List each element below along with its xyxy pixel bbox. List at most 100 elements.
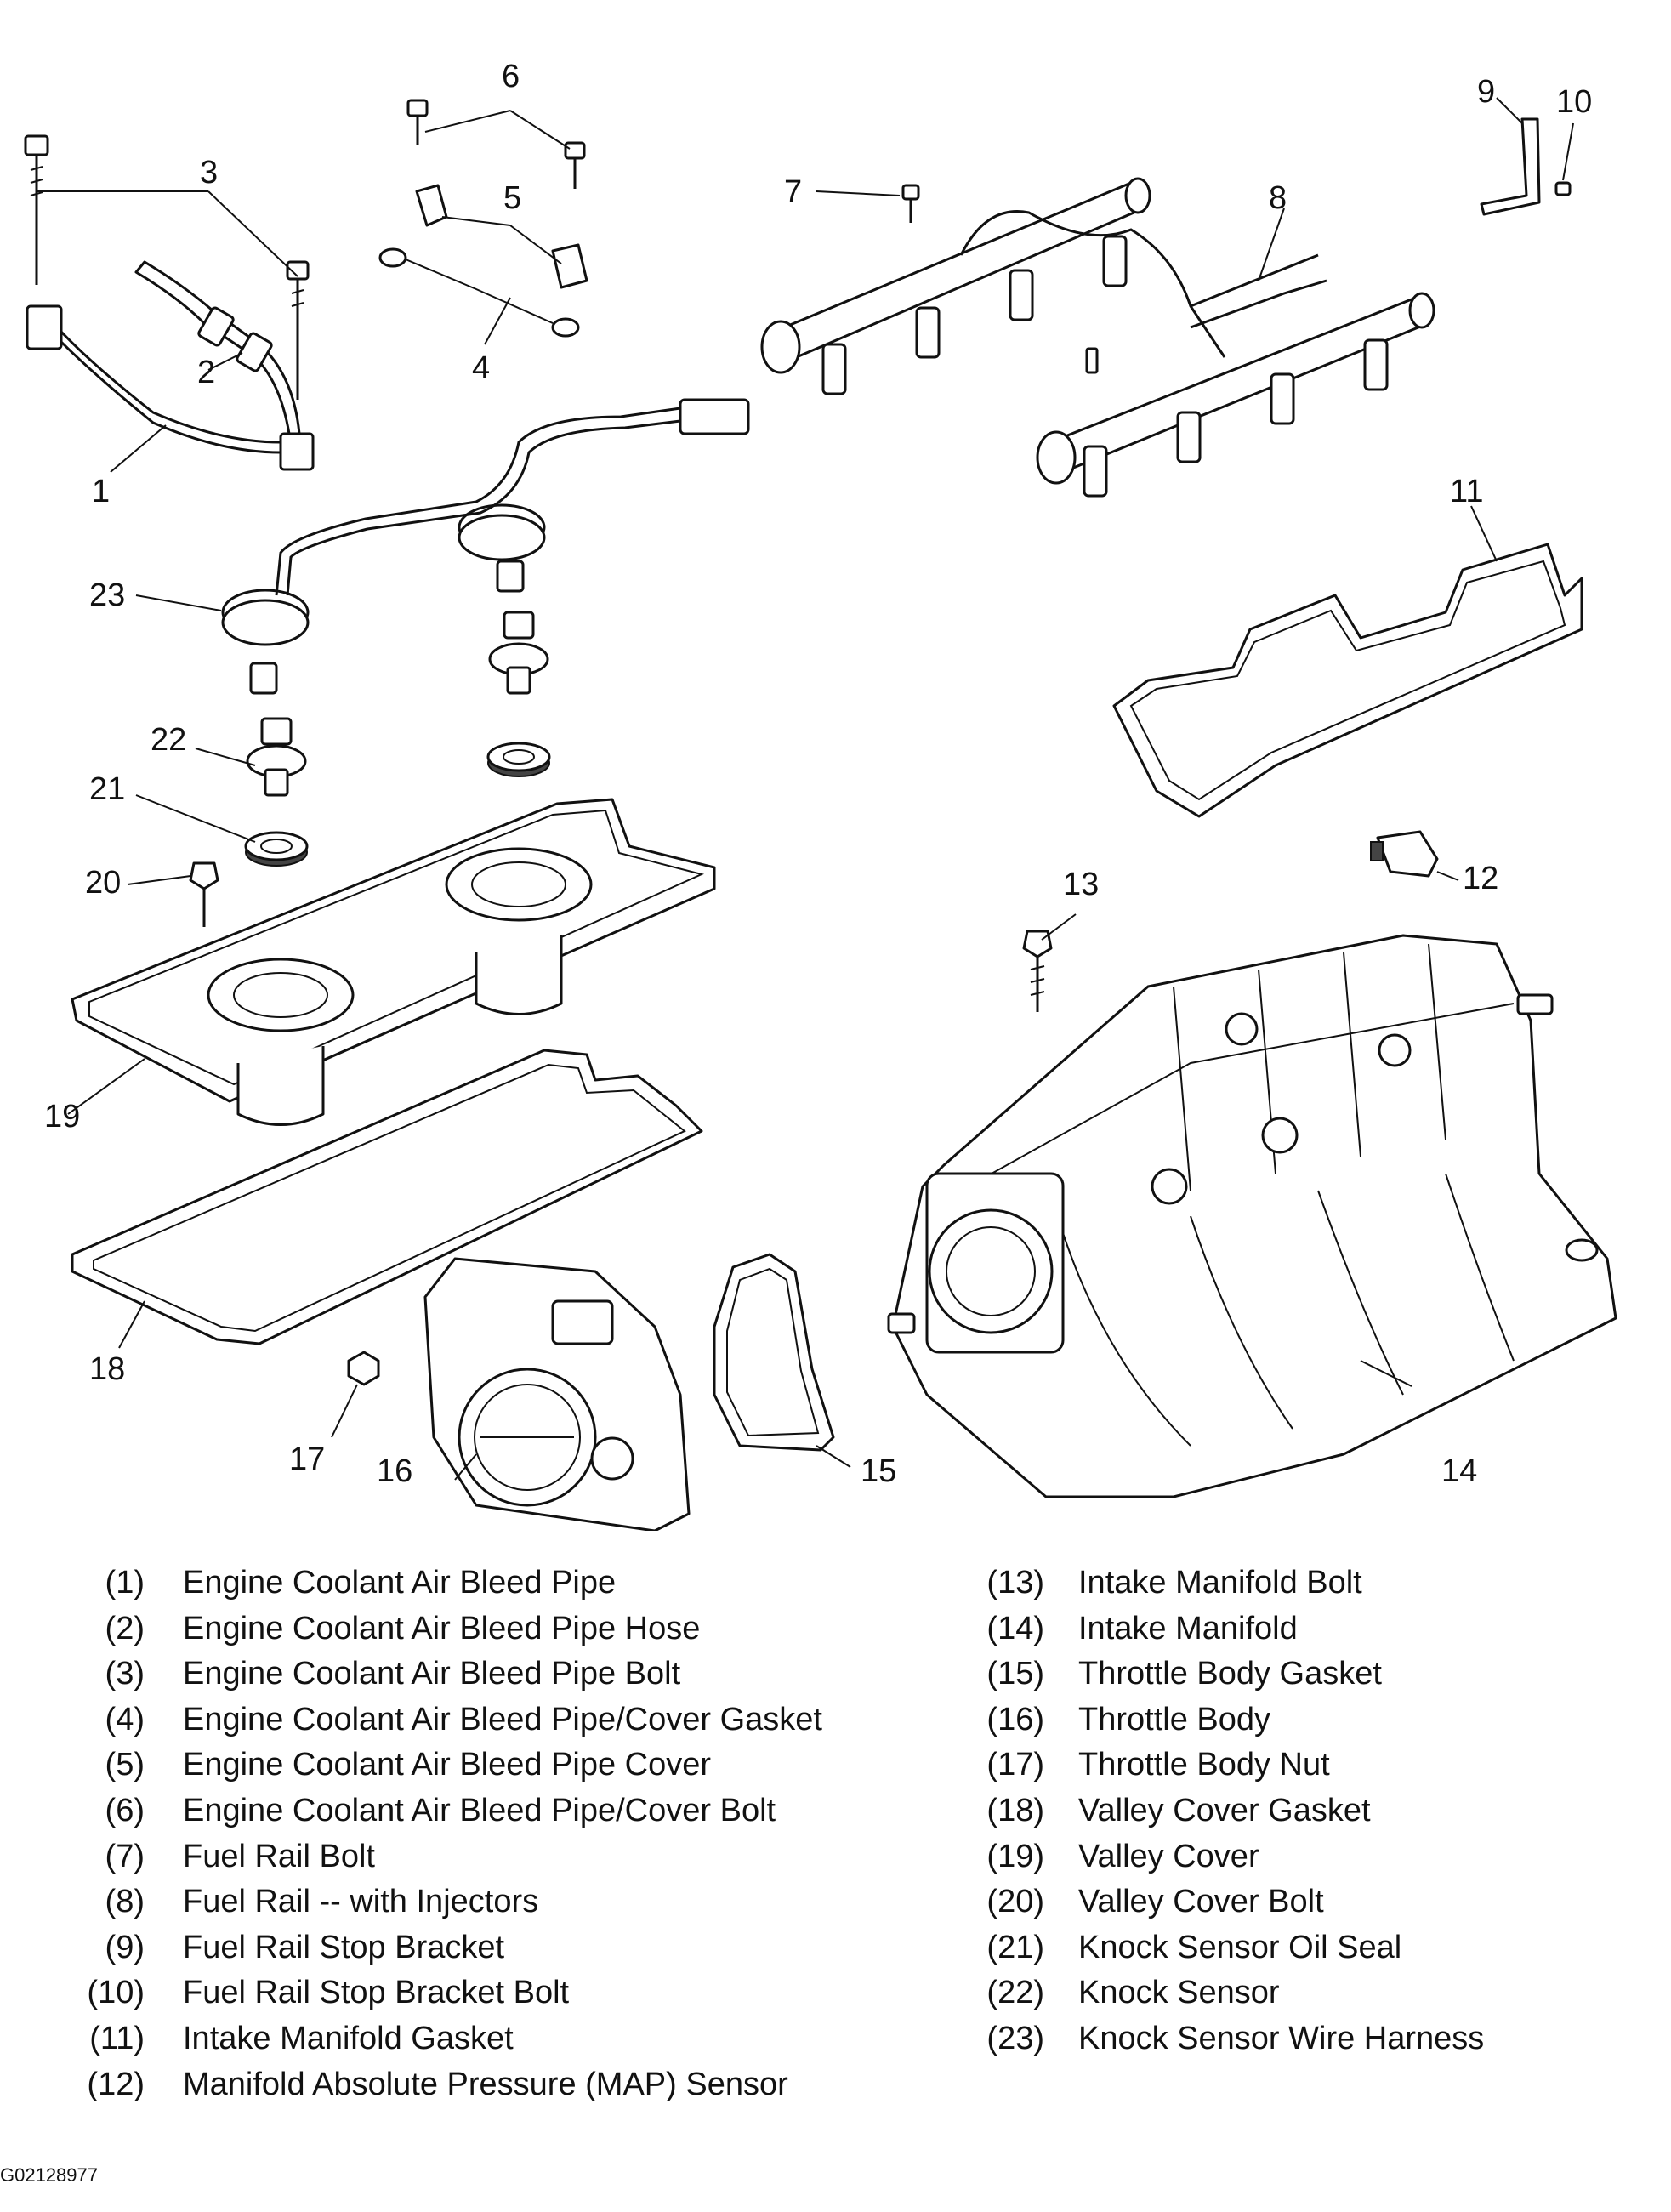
callout-11: 11	[1450, 474, 1483, 509]
callout-6: 6	[502, 59, 520, 94]
legend-item: (12) Manifold Absolute Pressure (MAP) Sen…	[51, 2062, 969, 2108]
legend-label: Fuel Rail Stop Bracket	[183, 1929, 505, 1965]
legend-number: (3)	[105, 1656, 145, 1692]
part-valley-cover-gasket	[71, 1049, 703, 1349]
part-fuel-rail-stop-bracket	[1480, 97, 1574, 216]
legend-item: (4) Engine Coolant Air Bleed Pipe/Cover G…	[51, 1697, 969, 1743]
legend-label: Valley Cover Bolt	[1078, 1884, 1324, 1920]
parts-legend-left: (1) Engine Coolant Air Bleed Pipe (2) Engi…	[51, 1561, 969, 2107]
callout-22: 22	[151, 722, 186, 758]
legend-label: Valley Cover Gasket	[1078, 1792, 1371, 1828]
legend-number: (12)	[87, 2066, 145, 2102]
legend-label: Intake Manifold Bolt	[1078, 1565, 1362, 1601]
part-air-bleed-pipe-assembly	[24, 134, 315, 473]
callout-2: 2	[197, 355, 215, 390]
parts-legend-right: (13) Intake Manifold Bolt (14) Intake Mani…	[976, 1561, 1657, 2062]
legend-label: Manifold Absolute Pressure (MAP) Sensor	[183, 2066, 788, 2102]
exploded-parts-diagram: 1 2 3 4 5 6 7 8 9 10 11 12 13 14 15 16 1…	[24, 59, 1617, 1531]
callout-12: 12	[1463, 861, 1498, 896]
part-intake-manifold-gasket	[1112, 505, 1583, 818]
legend-label: Fuel Rail -- with Injectors	[183, 1884, 539, 1920]
part-valley-cover	[67, 798, 716, 1126]
part-intake-manifold	[887, 934, 1617, 1498]
legend-label: Engine Coolant Air Bleed Pipe/Cover Bolt	[183, 1792, 776, 1828]
legend-item: (13) Intake Manifold Bolt	[976, 1561, 1657, 1606]
part-map-sensor	[1370, 830, 1459, 881]
legend-item: (20) Valley Cover Bolt	[976, 1879, 1657, 1925]
legend-number: (7)	[105, 1838, 145, 1874]
callout-1: 1	[92, 474, 110, 509]
legend-item: (1) Engine Coolant Air Bleed Pipe	[51, 1561, 969, 1606]
legend-number: (15)	[986, 1656, 1044, 1692]
legend-number: (13)	[986, 1565, 1044, 1601]
legend-label: Throttle Body Gasket	[1078, 1656, 1382, 1692]
callout-8: 8	[1269, 180, 1287, 216]
legend-number: (16)	[986, 1701, 1044, 1737]
part-throttle-body	[423, 1257, 691, 1531]
legend-number: (11)	[89, 2020, 145, 2056]
legend-item: (19) Valley Cover	[976, 1834, 1657, 1880]
callout-18: 18	[89, 1351, 125, 1387]
legend-item: (21)Knock Sensor Oil Seal	[976, 1925, 1657, 1971]
legend-number: (18)	[986, 1792, 1044, 1828]
legend-item: (23) Knock Sensor Wire Harness	[976, 2016, 1657, 2062]
legend-number: (22)	[986, 1975, 1044, 2011]
part-fuel-rail-bolt	[816, 184, 920, 223]
legend-number: (10)	[87, 1975, 145, 2011]
legend-label: Fuel Rail Bolt	[183, 1838, 375, 1874]
legend-item: (22) Knock Sensor	[976, 1970, 1657, 2016]
legend-label: Engine Coolant Air Bleed Pipe/Cover Gask…	[183, 1701, 822, 1737]
legend-item: (10)Fuel Rail Stop Bracket Bolt	[51, 1970, 969, 2016]
part-air-bleed-cover-assembly	[378, 99, 588, 345]
part-knock-sensor-oil-seal	[135, 742, 551, 867]
callout-4: 4	[472, 350, 490, 386]
legend-label: Engine Coolant Air Bleed Pipe Hose	[183, 1610, 701, 1646]
callout-14: 14	[1441, 1453, 1477, 1489]
legend-item: (3) Engine Coolant Air Bleed Pipe Bolt	[51, 1652, 969, 1697]
legend-label: Knock Sensor Oil Seal	[1078, 1929, 1402, 1965]
part-throttle-body-gasket	[713, 1253, 851, 1468]
legend-label: Engine Coolant Air Bleed Pipe Cover	[183, 1747, 712, 1783]
part-valley-cover-bolt	[127, 861, 219, 927]
legend-label: Knock Sensor	[1078, 1975, 1280, 2011]
legend-number: (23)	[986, 2020, 1044, 2056]
part-intake-manifold-bolt	[1022, 913, 1077, 1012]
legend-item: (16) Throttle Body	[976, 1697, 1657, 1743]
legend-label: Throttle Body Nut	[1078, 1747, 1330, 1783]
part-throttle-body-nut	[331, 1351, 380, 1438]
part-knock-sensor	[195, 611, 549, 797]
part-fuel-rail-with-injectors	[760, 177, 1435, 498]
legend-item: (15) Throttle Body Gasket	[976, 1652, 1657, 1697]
figure-id: G02128977	[0, 2164, 98, 2186]
legend-number: (2)	[105, 1610, 145, 1646]
legend-label: Engine Coolant Air Bleed Pipe	[183, 1565, 617, 1601]
legend-item: (8) Fuel Rail -- with Injectors	[51, 1879, 969, 1925]
legend-label: Engine Coolant Air Bleed Pipe Bolt	[183, 1656, 681, 1692]
callout-23: 23	[89, 577, 125, 613]
legend-number: (1)	[105, 1565, 145, 1601]
callout-10: 10	[1556, 84, 1592, 120]
callout-7: 7	[784, 174, 802, 210]
legend-label: Knock Sensor Wire Harness	[1078, 2020, 1485, 2056]
legend-item: (17) Throttle Body Nut	[976, 1743, 1657, 1788]
legend-item: (7) Fuel Rail Bolt	[51, 1834, 969, 1880]
legend-number: (8)	[105, 1884, 145, 1920]
legend-label: Valley Cover	[1078, 1838, 1259, 1874]
legend-label: Throttle Body	[1078, 1701, 1270, 1737]
callout-20: 20	[85, 865, 121, 901]
legend-number: (19)	[986, 1838, 1044, 1874]
legend-number: (14)	[986, 1610, 1044, 1646]
legend-label: Intake Manifold	[1078, 1610, 1298, 1646]
legend-number: (17)	[986, 1747, 1044, 1783]
part-knock-sensor-wire-harness	[135, 398, 750, 695]
legend-label: Intake Manifold Gasket	[183, 2020, 514, 2056]
legend-item: (11) Intake Manifold Gasket	[51, 2016, 969, 2062]
legend-item: (14) Intake Manifold	[976, 1606, 1657, 1652]
legend-item: (18) Valley Cover Gasket	[976, 1788, 1657, 1834]
legend-item: (5)Engine Coolant Air Bleed Pipe Cover	[51, 1743, 969, 1788]
callout-17: 17	[289, 1441, 325, 1477]
callout-21: 21	[89, 771, 125, 807]
legend-number: (20)	[986, 1884, 1044, 1920]
legend-number: (4)	[105, 1701, 145, 1737]
callout-9: 9	[1477, 74, 1495, 110]
